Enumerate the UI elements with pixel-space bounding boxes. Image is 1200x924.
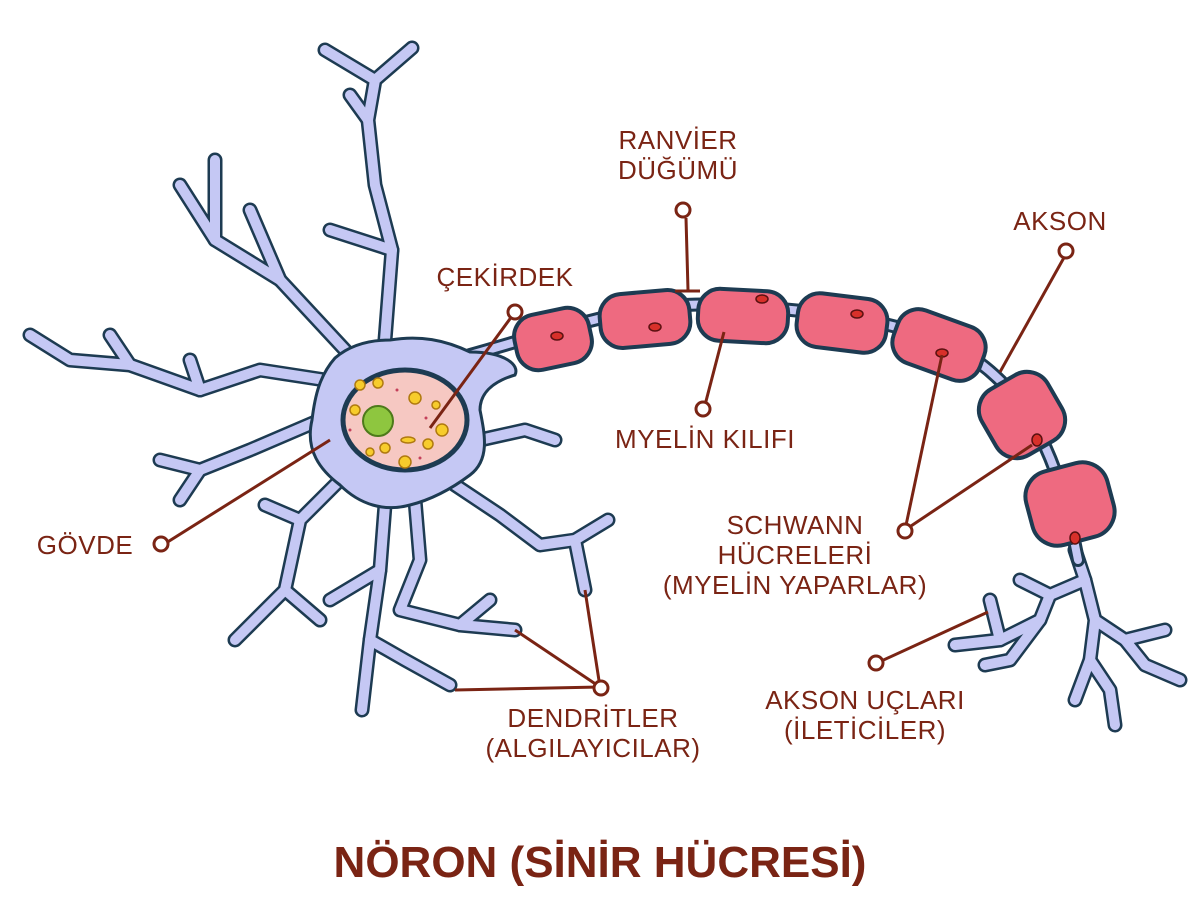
nucleolus: [362, 405, 394, 437]
dendrite-branches: [22, 40, 1188, 733]
akson-uclari-line-2: (İLETİCİLER): [783, 715, 947, 745]
ranvier-line-2: DÜĞÜMÜ: [618, 155, 738, 185]
granules: [349, 377, 449, 469]
dendritler-line-1: DENDRİTLER: [507, 703, 679, 733]
akson-label: AKSON: [1000, 206, 1120, 236]
ranvier-line-1: RANVİER: [618, 125, 738, 155]
schwann-line-3: (MYELİN YAPARLAR): [662, 570, 928, 600]
dendritler-line-2: (ALGILAYICILAR): [485, 733, 701, 763]
schwann-line-2: HÜCRELERİ: [717, 540, 873, 570]
schwann-nuclei: [550, 294, 1081, 545]
myelin-text: MYELİN KILIFI: [615, 424, 795, 454]
akson-uclari-label: AKSON UÇLARI (İLETİCİLER): [745, 685, 985, 745]
schwann-label: SCHWANN HÜCRELERİ (MYELİN YAPARLAR): [640, 510, 950, 600]
govde-text: GÖVDE: [36, 530, 134, 560]
cekirdek-text: ÇEKİRDEK: [436, 262, 574, 292]
leader-lines: [165, 217, 1068, 692]
myelin-label: MYELİN KILIFI: [590, 424, 820, 454]
cekirdek-label: ÇEKİRDEK: [415, 262, 595, 292]
dendritler-label: DENDRİTLER (ALGILAYICILAR): [468, 703, 718, 763]
schwann-line-1: SCHWANN: [726, 510, 864, 540]
ranvier-node-label: RANVİER DÜĞÜMÜ: [598, 125, 758, 185]
akson-text: AKSON: [1013, 206, 1107, 236]
akson-uclari-line-1: AKSON UÇLARI: [765, 685, 965, 715]
govde-label: GÖVDE: [20, 530, 150, 560]
leader-endpoints: [152, 201, 1075, 697]
diagram-title: NÖRON (SİNİR HÜCRESİ): [333, 838, 867, 887]
nucleus: [340, 367, 470, 473]
